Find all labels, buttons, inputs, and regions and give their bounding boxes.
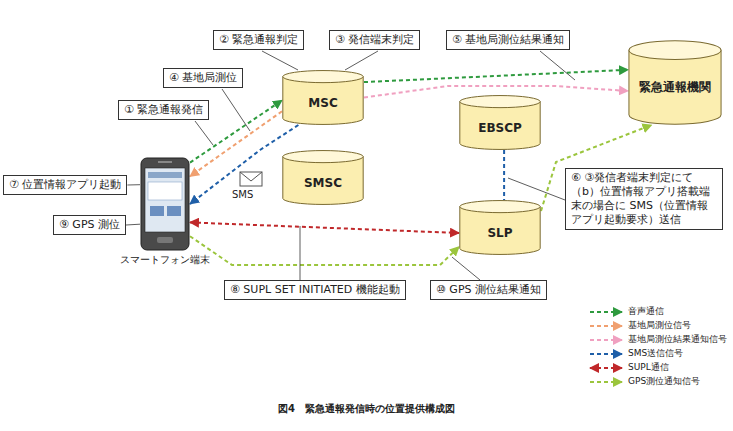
callout-box: ⑥ ③発信者端末判定にて（b）位置情報アプリ搭載端末の場合に SMS（位置情報ア… (565, 168, 723, 230)
signal-connector (503, 150, 505, 200)
callout-box: ⑨ GPS 測位 (53, 215, 126, 235)
signal-connector (190, 222, 459, 233)
legend-text: 基地局測位結果通知信号 (628, 334, 727, 345)
legend-text: 基地局測位信号 (628, 320, 691, 331)
node-text: MSC (304, 86, 341, 110)
node-text: ④ 基地局測位 (169, 71, 237, 84)
node-text: ⑨ GPS 測位 (59, 218, 120, 231)
callout-box: ⑤ 基地局測位結果通知 (446, 30, 570, 50)
smartphone-terminal: スマートフォン端末 (140, 158, 190, 250)
leader-connector (127, 184, 140, 185)
node-text: ⑦ 位置情報アプリ起動 (9, 178, 121, 191)
legend-text: GPS測位通知信号 (628, 376, 700, 387)
node-text: ③ 発信端末判定 (335, 33, 414, 46)
database-cylinder: EBSCP (459, 95, 541, 150)
callout-box: ⑩ GPS 測位結果通知 (430, 280, 547, 300)
database-cylinder: SLP (459, 200, 541, 255)
legend-text: SUPL通信 (628, 362, 669, 373)
leader-connector (126, 224, 140, 226)
database-cylinder: 緊急通報機関 (628, 40, 722, 125)
node-text: ① 緊急通報発信 (124, 103, 203, 116)
signal-label: SMS (232, 189, 253, 200)
signal-connector (190, 125, 298, 204)
node-text: ⑥ ③発信者端末判定にて（b）位置情報アプリ搭載端末の場合に SMS（位置情報ア… (571, 171, 710, 226)
node-text: ⑩ GPS 測位結果通知 (436, 283, 541, 296)
legend-text: SMS送信信号 (628, 348, 683, 359)
callout-box: ③ 発信端末判定 (329, 30, 420, 50)
node-text: EBSCP (474, 111, 526, 135)
node-text: ⑤ 基地局測位結果通知 (452, 33, 564, 46)
callout-box: ⑦ 位置情報アプリ起動 (3, 175, 127, 195)
node-text: 緊急通報機関 (635, 69, 715, 96)
node-text: スマートフォン端末 (120, 253, 210, 267)
callout-box: ④ 基地局測位 (163, 68, 243, 88)
legend-text: 音声通信 (628, 306, 664, 317)
signal-connector (190, 236, 459, 265)
database-cylinder: SMSC (282, 150, 364, 205)
callout-box: ② 緊急通報判定 (213, 30, 304, 50)
node-text: ② 緊急通報判定 (219, 33, 298, 46)
node-text: SLP (483, 216, 516, 240)
legend-samples (590, 312, 622, 382)
leader-lines (195, 51, 575, 280)
callout-box: ⑧ SUPL SET INITIATED 機能起動 (224, 280, 406, 300)
node-text: SMSC (300, 166, 346, 190)
figure-caption: 図4 緊急通報発信時の位置提供構成図 (0, 402, 733, 416)
database-cylinder: MSC (282, 70, 364, 125)
node-text: ⑧ SUPL SET INITIATED 機能起動 (230, 283, 400, 296)
callout-box: ① 緊急通報発信 (118, 100, 209, 120)
signal-connector (364, 70, 628, 82)
phone-illustration (141, 158, 189, 250)
sms-envelope (240, 172, 262, 186)
